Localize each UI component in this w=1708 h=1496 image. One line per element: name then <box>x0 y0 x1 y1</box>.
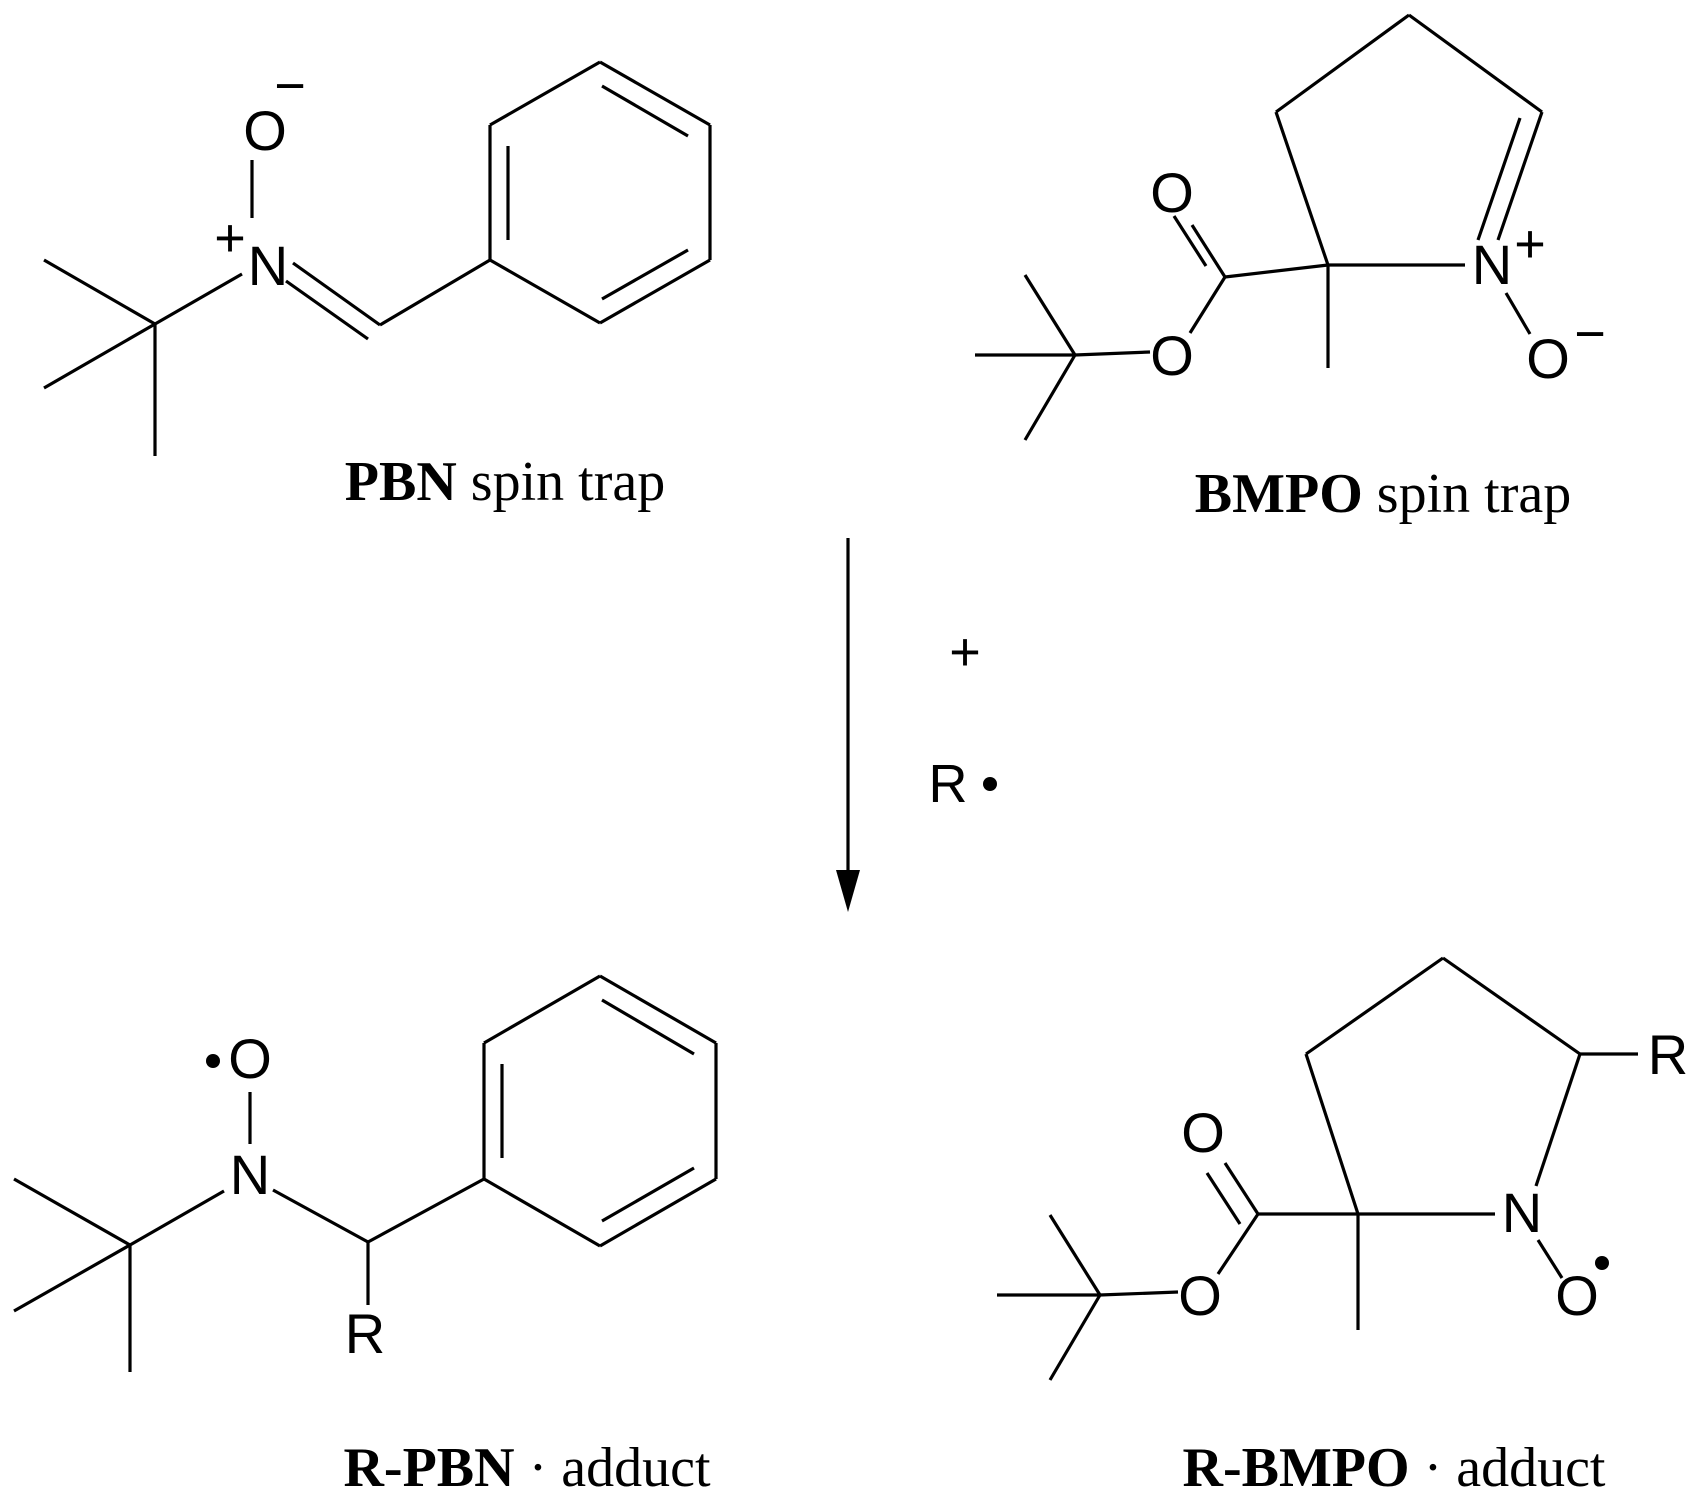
r-pbn-structure: O N R <box>13 974 718 1372</box>
bmpo-nitrogen: N <box>1472 233 1512 296</box>
r-bmpo-r-group: R <box>1648 1023 1688 1086</box>
bmpo-ester-oxygen: O <box>1150 324 1194 387</box>
r-bmpo-radical-dot-icon <box>1595 1256 1609 1270</box>
reaction-arrow <box>836 538 860 912</box>
pbn-structure: O − N + <box>43 56 712 456</box>
r-bmpo-caption: R-BMPO · adduct <box>1183 1437 1606 1496</box>
pbn-caption: PBN spin trap <box>345 451 665 513</box>
r-pbn-r-group: R <box>345 1302 385 1365</box>
bmpo-nitrogen-charge: + <box>1514 214 1546 274</box>
radical-dot-icon <box>983 777 997 791</box>
bmpo-oxide-charge: − <box>1574 304 1606 364</box>
r-bmpo-structure: O O N O R <box>997 956 1688 1381</box>
pbn-nitrogen-charge: + <box>214 208 246 268</box>
r-bmpo-nitrogen: N <box>1502 1181 1542 1244</box>
r-pbn-caption: R-PBN · adduct <box>343 1437 710 1496</box>
r-pbn-nitrogen: N <box>230 1143 270 1206</box>
bmpo-caption: BMPO spin trap <box>1195 463 1571 525</box>
r-bmpo-ester-oxygen: O <box>1178 1264 1222 1327</box>
pbn-nitrogen: N <box>248 234 288 297</box>
bmpo-oxide-oxygen: O <box>1526 327 1570 390</box>
r-bmpo-oxide-oxygen: O <box>1555 1264 1599 1327</box>
r-bmpo-carbonyl-oxygen: O <box>1181 1101 1225 1164</box>
bmpo-carbonyl-oxygen: O <box>1150 161 1194 224</box>
pbn-oxygen: O <box>243 99 287 162</box>
reagent-plus: + <box>949 622 981 682</box>
pbn-oxygen-charge: − <box>274 56 306 116</box>
r-pbn-radical-dot-icon <box>206 1054 220 1068</box>
radical-reagent: R <box>929 754 997 814</box>
radical-r: R <box>929 754 968 814</box>
bmpo-structure: O O N + O − <box>975 13 1606 441</box>
r-pbn-oxygen: O <box>228 1027 272 1090</box>
